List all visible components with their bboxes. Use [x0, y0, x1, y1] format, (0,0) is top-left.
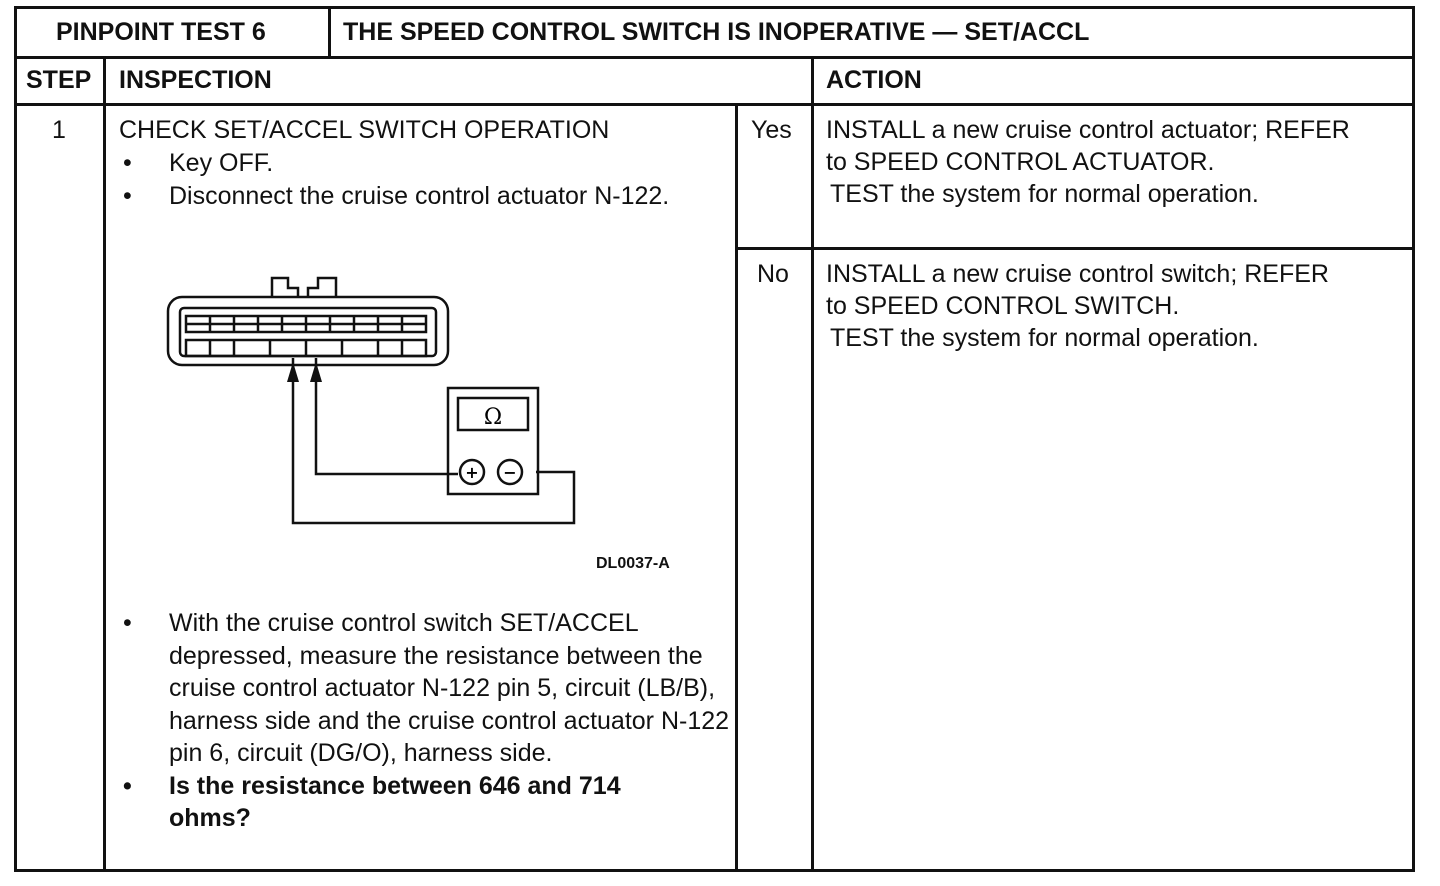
probe-lead-pin-5 [291, 358, 576, 525]
measurement-list: With the cruise control switch SET/ACCEL… [119, 607, 731, 835]
step-number: 1 [52, 116, 66, 144]
test-id: PINPOINT TEST 6 [56, 18, 266, 46]
probe-lead-pin-6 [314, 358, 458, 476]
check-title: CHECK SET/ACCEL SWITCH OPERATION [119, 116, 610, 144]
ohmmeter-body [446, 386, 540, 496]
connector-diagram: Ω + − [166, 276, 576, 525]
ohmmeter-display [456, 396, 530, 432]
step-column-divider [103, 56, 106, 872]
figure-code: DL0037-A [596, 555, 670, 572]
row-divider-yes-no [735, 247, 1415, 250]
list-item: With the cruise control switch SET/ACCEL… [119, 607, 731, 770]
column-step: STEP [26, 66, 92, 94]
outcome-yes-action: INSTALL a new cruise control actuator; R… [826, 116, 1350, 208]
test-title: THE SPEED CONTROL SWITCH IS INOPERATIVE … [343, 18, 1090, 46]
header-divider [328, 6, 331, 58]
minus-symbol: − [503, 463, 516, 482]
ohmmeter-minus-terminal [496, 458, 524, 486]
probe-tip-pin-5 [287, 362, 299, 382]
table-frame [14, 6, 1415, 872]
outcome-no-action: INSTALL a new cruise control switch; REF… [826, 260, 1329, 352]
row-divider-columns [14, 103, 1415, 106]
plus-symbol: + [465, 463, 478, 482]
outcome-column-divider [735, 103, 738, 872]
row-divider-header [14, 56, 1415, 59]
column-action: ACTION [826, 66, 922, 94]
outcome-yes-label: Yes [751, 116, 792, 144]
column-inspection: INSPECTION [119, 66, 272, 94]
connector-body [166, 295, 450, 367]
outcome-no-label: No [757, 260, 789, 288]
probe-tip-pin-6 [310, 362, 322, 382]
connector-latch-left [270, 276, 300, 297]
list-item: Disconnect the cruise control actuator N… [119, 180, 731, 213]
connector-latch-right [306, 276, 338, 297]
action-column-divider [811, 56, 814, 872]
ohmmeter-plus-terminal [458, 458, 486, 486]
ohm-symbol: Ω [484, 405, 502, 430]
pre-check-list: Key OFF. Disconnect the cruise control a… [119, 147, 731, 212]
question-item: Is the resistance between 646 and 714 oh… [119, 770, 731, 835]
list-item: Key OFF. [119, 147, 731, 180]
